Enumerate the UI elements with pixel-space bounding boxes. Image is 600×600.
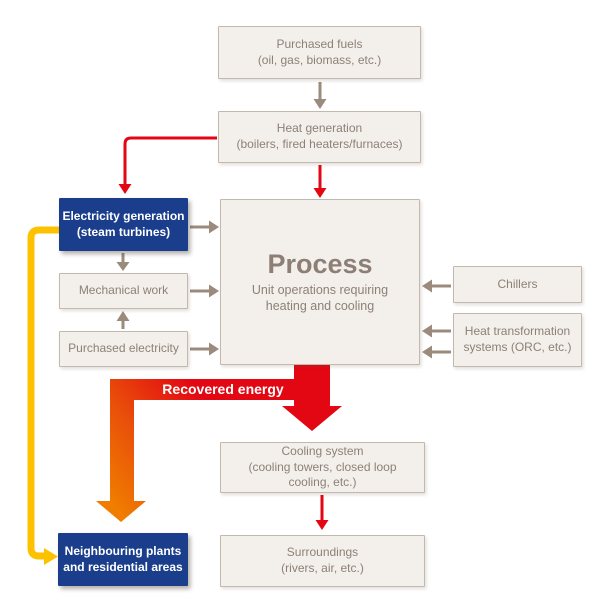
arrow-process-to-cooling-icon bbox=[282, 364, 342, 431]
surroundings-box: Surroundings (rivers, air, etc.) bbox=[220, 535, 425, 587]
cooling-system-line2: (cooling towers, closed loop bbox=[248, 459, 397, 474]
mechanical-work-line1: Mechanical work bbox=[78, 283, 169, 298]
neighbouring-areas-box: Neighbouring plants and residential area… bbox=[58, 533, 188, 586]
arrow-heatgen-to-process-icon bbox=[313, 165, 327, 198]
arrow-purchelec-to-process-icon bbox=[190, 342, 219, 356]
heat-transformation-box: Heat transformation systems (ORC, etc.) bbox=[453, 313, 582, 367]
neighbouring-line2: and residential areas bbox=[63, 559, 183, 574]
arrow-recovered-energy-icon bbox=[96, 379, 294, 522]
cooling-system-box: Cooling system (cooling towers, closed l… bbox=[220, 442, 425, 493]
arrow-heattransform-to-process-bottom-icon bbox=[422, 345, 451, 359]
arrow-elecgen-to-process-icon bbox=[190, 220, 219, 234]
cooling-system-line3: cooling, etc.) bbox=[288, 475, 357, 490]
arrow-fuels-to-heatgen-icon bbox=[313, 82, 327, 109]
arrow-heatgen-to-elecgen-icon bbox=[118, 136, 217, 194]
purchased-electricity-line1: Purchased electricity bbox=[68, 341, 179, 356]
surroundings-line1: Surroundings bbox=[286, 545, 359, 560]
arrow-cooling-to-surroundings-icon bbox=[315, 495, 329, 530]
process-title: Process bbox=[267, 248, 373, 279]
cooling-system-line1: Cooling system bbox=[281, 444, 364, 459]
heat-generation-line2: (boilers, fired heaters/furnaces) bbox=[236, 137, 403, 151]
purchased-fuels-line1: Purchased fuels bbox=[276, 36, 363, 51]
process-subtitle-line1: Unit operations requiring bbox=[251, 283, 389, 298]
purchased-fuels-line2: (oil, gas, biomass, etc.) bbox=[257, 52, 382, 67]
process-subtitle-line2: heating and cooling bbox=[265, 298, 375, 313]
arrow-purchelec-to-mechwork-icon bbox=[116, 311, 130, 329]
heat-transformation-line1: Heat transformation bbox=[464, 324, 571, 339]
surroundings-line2: (rivers, air, etc.) bbox=[281, 561, 364, 575]
process-box: Process Unit operations requiring heatin… bbox=[220, 199, 420, 365]
chillers-box: Chillers bbox=[453, 266, 582, 303]
arrow-mechwork-to-process-icon bbox=[190, 284, 219, 298]
heat-generation-line1: Heat generation bbox=[276, 121, 363, 136]
purchased-fuels-box: Purchased fuels (oil, gas, biomass, etc.… bbox=[218, 26, 421, 79]
arrow-elecgen-to-mechwork-icon bbox=[116, 253, 130, 271]
electricity-generation-line1: Electricity generation bbox=[62, 208, 185, 223]
electricity-generation-box: Electricity generation (steam turbines) bbox=[59, 198, 188, 251]
mechanical-work-box: Mechanical work bbox=[59, 273, 188, 309]
arrow-chillers-to-process-icon bbox=[422, 279, 451, 293]
recovered-energy-label: Recovered energy bbox=[162, 381, 284, 397]
electricity-generation-line2: (steam turbines) bbox=[76, 224, 171, 239]
arrow-elecgen-to-neighbouring-icon bbox=[27, 226, 59, 565]
chillers-line1: Chillers bbox=[497, 276, 538, 291]
heat-transformation-line2: systems (ORC, etc.) bbox=[463, 340, 572, 354]
arrow-heattransform-to-process-top-icon bbox=[422, 324, 451, 338]
heat-generation-box: Heat generation (boilers, fired heaters/… bbox=[218, 111, 421, 163]
purchased-electricity-box: Purchased electricity bbox=[59, 331, 188, 367]
neighbouring-line1: Neighbouring plants bbox=[64, 543, 182, 558]
